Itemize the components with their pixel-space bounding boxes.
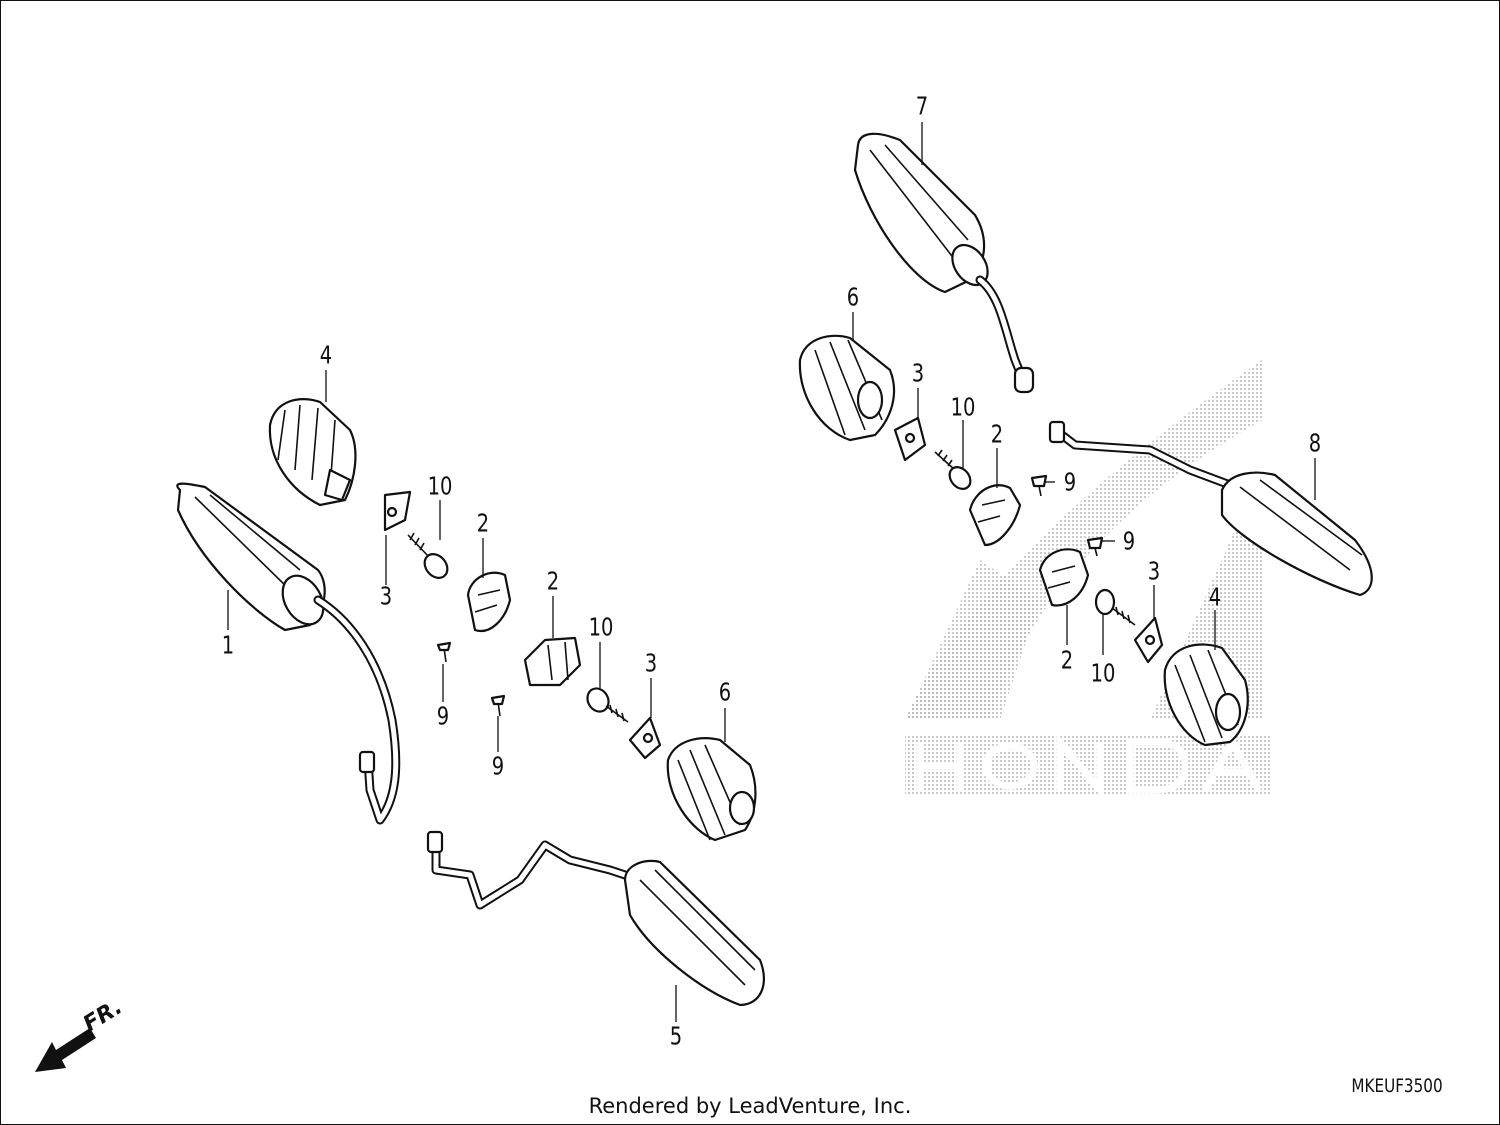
part-8-wire [1048,420,1235,490]
part-2-clip [466,571,512,633]
part-9-screw [436,641,452,663]
callout-1: 1 [221,630,235,660]
part-7-wire [975,275,1035,394]
part-10-screw [586,687,629,723]
leader-lines [227,122,1316,1022]
footer-credit: Rendered by LeadVenture, Inc. [588,1094,912,1118]
part-1-wire [313,595,401,825]
callout-10: 10 [950,392,976,422]
callout-4: 4 [1208,582,1222,612]
callout-9: 9 [1063,467,1077,497]
part-1-turn-signal-lens [176,482,326,632]
part-3-bracket [1133,616,1164,664]
callout-9: 9 [1122,526,1136,556]
part-7-turn-signal-lens [853,132,989,294]
callout-4: 4 [319,340,333,370]
part-2-clip [1038,548,1090,607]
callout-2: 2 [476,508,490,538]
callout-2: 2 [1060,645,1074,675]
callout-3: 3 [1147,556,1161,586]
callout-3: 3 [379,581,393,611]
part-5-turn-signal-lens [623,859,765,1007]
callout-8: 8 [1308,428,1322,458]
part-4-bulb-socket [1163,643,1249,747]
part-3-bracket [383,490,412,532]
part-4-bulb-socket [268,398,357,507]
callout-7: 7 [915,91,929,121]
part-8-turn-signal-lens [1220,471,1373,597]
callout-6: 6 [846,282,860,312]
part-3-bracket [628,716,662,760]
honda-wordmark-icon [916,732,1263,800]
callout-3: 3 [644,648,658,678]
callout-9: 9 [436,701,450,731]
part-6-bulb-socket [666,737,757,842]
callout-6: 6 [718,677,732,707]
part-10-screw [1094,588,1136,626]
part-9-screw [1030,474,1048,497]
part-2-clip [523,636,582,687]
front-direction-arrow-icon [35,1028,96,1072]
diagram-code: MKEUF3500 [1351,1075,1443,1097]
callout-2: 2 [990,419,1004,449]
callout-10: 10 [588,612,614,642]
callout-10: 10 [1090,658,1116,688]
part-2-clip [968,484,1022,547]
part-6-bulb-socket [798,334,895,442]
callout-2: 2 [546,566,560,596]
part-9-screw [490,694,506,717]
part-5-wire [426,830,645,910]
part-10-screw [407,532,449,579]
callout-3: 3 [911,358,925,388]
part-9-screw [1086,536,1104,557]
callout-9: 9 [491,751,505,781]
callout-5: 5 [669,1021,683,1051]
part-3-bracket [893,416,927,462]
callout-10: 10 [427,471,453,501]
part-10-screw [934,449,972,490]
